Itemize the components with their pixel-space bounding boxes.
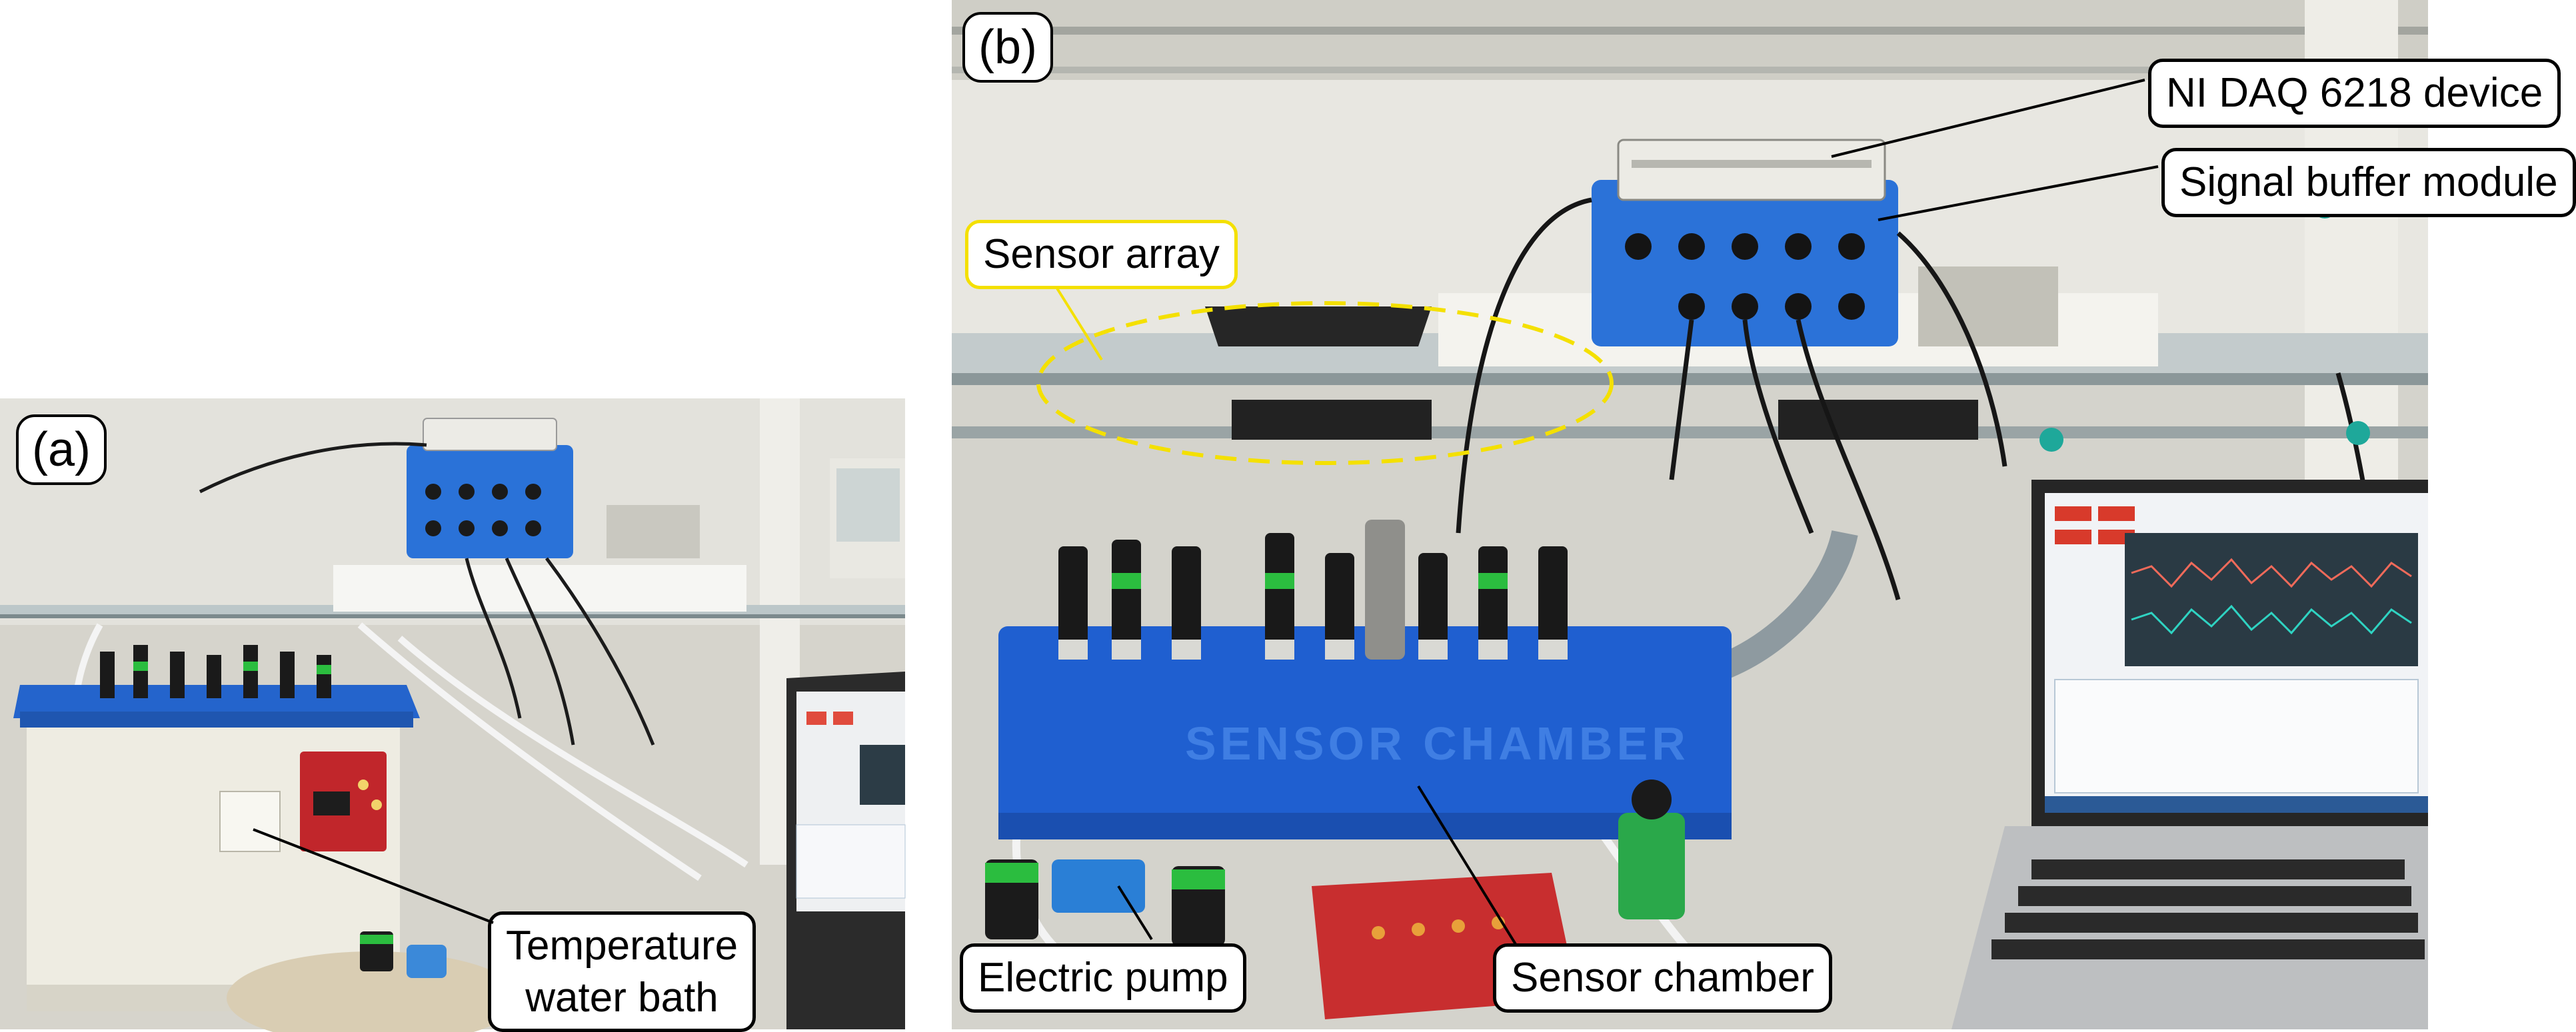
daq-device-label: NI DAQ 6218 device bbox=[2148, 59, 2561, 128]
water-bath-label-line-1: Temperature bbox=[506, 923, 738, 969]
panel-b-letter: (b) bbox=[962, 12, 1053, 83]
water-bath-label: Temperature water bath bbox=[488, 911, 756, 1032]
photo-panel-b: SENSOR CHAMBER bbox=[952, 0, 2576, 1029]
panel-a-photo bbox=[0, 398, 906, 1032]
electric-pump-label: Electric pump bbox=[960, 943, 1246, 1013]
signal-buffer-label: Signal buffer module bbox=[2161, 148, 2576, 217]
water-bath-label-line-2: water bath bbox=[525, 974, 718, 1021]
panel-a-letter: (a) bbox=[16, 414, 107, 486]
photo-panel-a: (a) Temperature water bath bbox=[0, 398, 906, 1032]
sensor-array-label: Sensor array bbox=[965, 220, 1238, 289]
sensor-chamber-label: Sensor chamber bbox=[1493, 943, 1832, 1013]
svg-text:SENSOR CHAMBER: SENSOR CHAMBER bbox=[1185, 718, 1690, 770]
